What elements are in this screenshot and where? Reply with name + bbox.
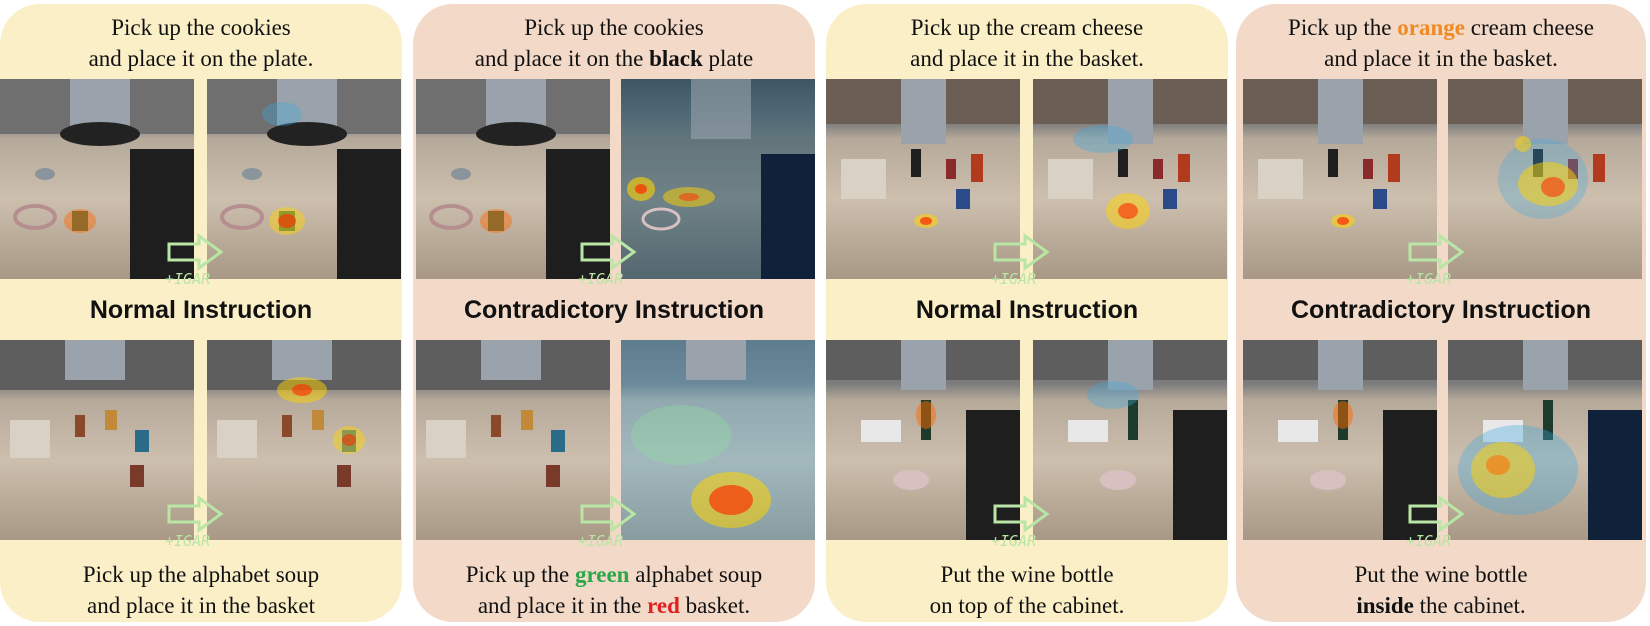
caption-text: and place it in the basket bbox=[86, 593, 315, 618]
emphasized-word: inside bbox=[1356, 593, 1414, 618]
igar-arrow-top: +IGAR bbox=[578, 232, 648, 288]
caption-text: Pick up the cookies bbox=[111, 15, 291, 40]
caption-text: and place it on the plate. bbox=[88, 46, 314, 71]
scene-image-original bbox=[416, 79, 610, 279]
bottom-instruction: Pick up the alphabet soup and place it i… bbox=[0, 559, 402, 621]
scene-image-attention bbox=[1448, 79, 1642, 279]
caption-text: Put the wine bottle bbox=[940, 562, 1114, 587]
caption-line: and place it on the black plate bbox=[413, 43, 815, 74]
igar-label: +IGAR bbox=[165, 270, 211, 288]
scene-image-attention bbox=[1033, 79, 1227, 279]
caption-text: the cabinet. bbox=[1413, 593, 1526, 618]
caption-text: Pick up the alphabet soup bbox=[82, 562, 320, 587]
igar-arrow-top: +IGAR bbox=[991, 232, 1061, 288]
scene-image-attention bbox=[207, 340, 401, 540]
instruction-type-heading: Normal Instruction bbox=[915, 296, 1139, 324]
top-instruction: Pick up the cookies and place it on the … bbox=[0, 12, 402, 74]
caption-text: and place it on the bbox=[474, 46, 650, 71]
scene-image-attention bbox=[621, 79, 815, 279]
top-instruction: Pick up the orange cream cheese and plac… bbox=[1236, 12, 1646, 74]
scene-image-original bbox=[416, 340, 610, 540]
caption-text: on top of the cabinet. bbox=[929, 593, 1125, 618]
scene-image-original bbox=[0, 340, 194, 540]
instruction-type-heading: Normal Instruction bbox=[89, 296, 313, 324]
scene-image-attention bbox=[1033, 340, 1227, 540]
caption-line: and place it in the red basket. bbox=[413, 590, 815, 621]
caption-line: Pick up the cookies bbox=[0, 12, 402, 43]
scene-image-original bbox=[826, 340, 1020, 540]
caption-line: Pick up the cookies bbox=[413, 12, 815, 43]
emphasized-word: black bbox=[649, 46, 703, 71]
igar-label: +IGAR bbox=[991, 270, 1037, 288]
igar-arrow-bottom: +IGAR bbox=[165, 494, 235, 550]
igar-arrow-bottom: +IGAR bbox=[578, 494, 648, 550]
scene-image-original bbox=[1243, 340, 1437, 540]
igar-label: +IGAR bbox=[578, 532, 624, 550]
caption-line: Put the wine bottle bbox=[826, 559, 1228, 590]
caption-line: and place it on the plate. bbox=[0, 43, 402, 74]
caption-line: inside the cabinet. bbox=[1236, 590, 1646, 621]
caption-text: and place it in the basket. bbox=[1324, 46, 1558, 71]
scene-image-original bbox=[826, 79, 1020, 279]
top-instruction: Pick up the cream cheese and place it in… bbox=[826, 12, 1228, 74]
caption-line: Pick up the cream cheese bbox=[826, 12, 1228, 43]
caption-text: alphabet soup bbox=[629, 562, 763, 587]
caption-text: cream cheese bbox=[1465, 15, 1594, 40]
panel-2: Pick up the cookies and place it on the … bbox=[413, 4, 815, 622]
caption-text: Put the wine bottle bbox=[1354, 562, 1528, 587]
scene-image-original bbox=[0, 79, 194, 279]
panel-1: Pick up the cookies and place it on the … bbox=[0, 4, 402, 622]
scene-image-original bbox=[1243, 79, 1437, 279]
caption-line: on top of the cabinet. bbox=[826, 590, 1228, 621]
emphasized-word: orange bbox=[1397, 15, 1465, 40]
igar-label: +IGAR bbox=[1406, 270, 1452, 288]
caption-line: and place it in the basket. bbox=[826, 43, 1228, 74]
caption-text: Pick up the cookies bbox=[524, 15, 704, 40]
igar-label: +IGAR bbox=[991, 532, 1037, 550]
caption-text: Pick up the bbox=[465, 562, 575, 587]
igar-label: +IGAR bbox=[578, 270, 624, 288]
instruction-type-heading: Contradictory Instruction bbox=[463, 296, 764, 324]
caption-text: basket. bbox=[679, 593, 751, 618]
scene-image-attention bbox=[207, 79, 401, 279]
igar-label: +IGAR bbox=[165, 532, 211, 550]
caption-line: Pick up the orange cream cheese bbox=[1236, 12, 1646, 43]
caption-line: and place it in the basket. bbox=[1236, 43, 1646, 74]
caption-line: Pick up the alphabet soup bbox=[0, 559, 402, 590]
igar-arrow-top: +IGAR bbox=[165, 232, 235, 288]
caption-text: and place it in the basket. bbox=[910, 46, 1144, 71]
scene-image-attention bbox=[621, 340, 815, 540]
igar-arrow-bottom: +IGAR bbox=[991, 494, 1061, 550]
caption-text: Pick up the bbox=[1288, 15, 1398, 40]
emphasized-word: red bbox=[647, 593, 680, 618]
caption-text: plate bbox=[702, 46, 754, 71]
caption-line: Pick up the green alphabet soup bbox=[413, 559, 815, 590]
caption-text: Pick up the cream cheese bbox=[910, 15, 1144, 40]
igar-arrow-bottom: +IGAR bbox=[1406, 494, 1476, 550]
bottom-instruction: Put the wine bottle inside the cabinet. bbox=[1236, 559, 1646, 621]
caption-line: and place it in the basket bbox=[0, 590, 402, 621]
instruction-type-heading: Contradictory Instruction bbox=[1290, 296, 1591, 324]
caption-text: and place it in the bbox=[477, 593, 648, 618]
caption-line: Put the wine bottle bbox=[1236, 559, 1646, 590]
panel-4: Pick up the orange cream cheese and plac… bbox=[1236, 4, 1646, 622]
scene-image-attention bbox=[1448, 340, 1642, 540]
igar-arrow-top: +IGAR bbox=[1406, 232, 1476, 288]
top-instruction: Pick up the cookies and place it on the … bbox=[413, 12, 815, 74]
igar-label: +IGAR bbox=[1406, 532, 1452, 550]
bottom-instruction: Pick up the green alphabet soup and plac… bbox=[413, 559, 815, 621]
emphasized-word: green bbox=[574, 562, 630, 587]
bottom-instruction: Put the wine bottle on top of the cabine… bbox=[826, 559, 1228, 621]
panel-3: Pick up the cream cheese and place it in… bbox=[826, 4, 1228, 622]
